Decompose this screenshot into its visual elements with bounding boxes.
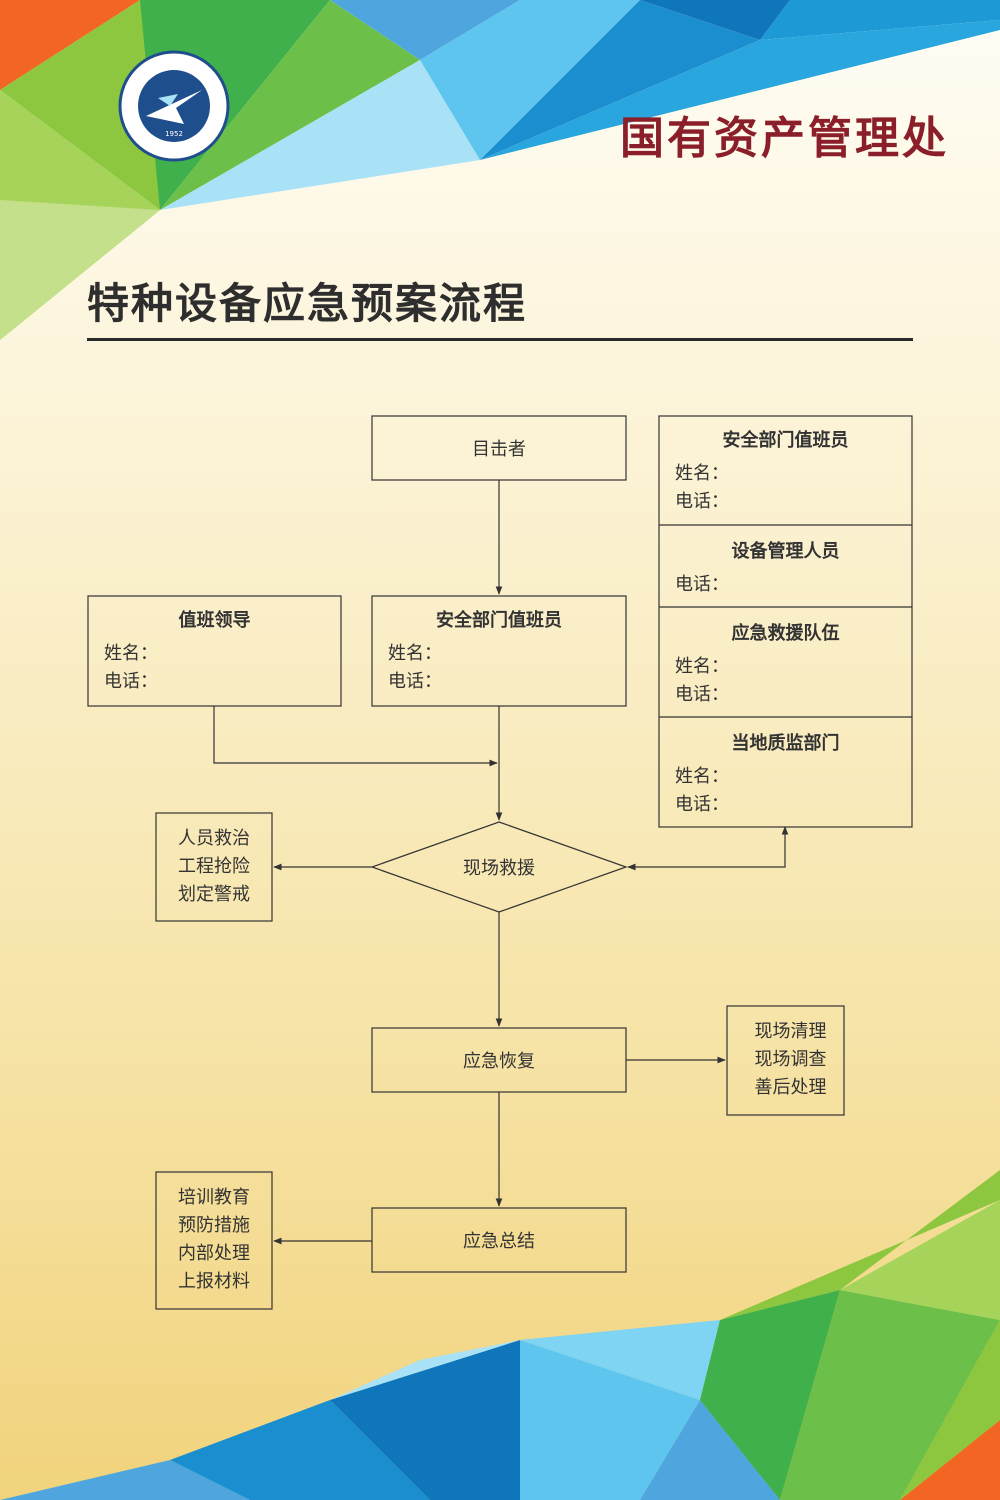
contact-title: 安全部门值班员 xyxy=(722,430,849,451)
university-logo: 1952 xyxy=(118,50,230,162)
safety-officer-title: 安全部门值班员 xyxy=(436,610,562,631)
summary-actions-list: 培训教育 预防措施 内部处理 上报材料 xyxy=(156,1184,272,1296)
page-title: 特种设备应急预案流程 xyxy=(87,279,528,328)
contact-phone-label: 电话： xyxy=(675,794,729,815)
duty-leader-name-label: 姓名： xyxy=(104,643,158,664)
contact-name-label: 姓名： xyxy=(675,463,729,484)
safety-officer-name-label: 姓名： xyxy=(388,643,442,664)
contact-title: 设备管理人员 xyxy=(731,541,840,562)
contact-rescue-team: 应急救援队伍 姓名： 电话： xyxy=(659,619,912,709)
witness-node: 目击者 xyxy=(472,439,526,460)
org-title: 国有资产管理处 xyxy=(620,113,949,164)
recovery-actions-box xyxy=(726,1005,845,1116)
list-item: 划定警戒 xyxy=(178,884,250,905)
safety-officer-phone-label: 电话： xyxy=(388,671,442,692)
title-divider xyxy=(87,338,913,341)
list-item: 现场调查 xyxy=(754,1049,827,1070)
recovery-actions-list: 现场清理 现场调查 善后处理 xyxy=(727,1018,854,1102)
contact-phone-label: 电话： xyxy=(675,491,729,512)
contact-phone-label: 电话： xyxy=(675,574,729,595)
contact-quality-supervision: 当地质监部门 姓名： 电话： xyxy=(659,729,912,819)
rescue-actions-list: 人员救治 工程抢险 划定警戒 xyxy=(156,825,272,909)
recovery-node: 应急恢复 xyxy=(463,1051,535,1072)
contact-name-label: 姓名： xyxy=(675,656,729,677)
list-item: 人员救治 xyxy=(178,828,250,849)
duty-leader-title: 值班领导 xyxy=(178,610,251,631)
contact-title: 当地质监部门 xyxy=(731,733,840,754)
logo-year: 1952 xyxy=(165,130,183,138)
rescue-node: 现场救援 xyxy=(463,858,535,879)
contact-equipment-staff: 设备管理人员 电话： xyxy=(659,537,912,599)
summary-node: 应急总结 xyxy=(463,1231,535,1252)
list-item: 善后处理 xyxy=(754,1077,827,1098)
duty-leader-phone-label: 电话： xyxy=(104,671,158,692)
list-item: 培训教育 xyxy=(178,1187,250,1208)
duty-leader-card: 值班领导 姓名： 电话： xyxy=(88,606,341,696)
summary-actions-box xyxy=(155,1171,273,1310)
safety-officer-card: 安全部门值班员 姓名： 电话： xyxy=(372,606,626,696)
summary-box xyxy=(371,1207,627,1273)
list-item: 现场清理 xyxy=(754,1021,827,1042)
rescue-actions-box xyxy=(155,812,273,922)
list-item: 预防措施 xyxy=(178,1215,250,1236)
contact-phone-label: 电话： xyxy=(675,684,729,705)
contact-name-label: 姓名： xyxy=(675,766,729,787)
list-item: 上报材料 xyxy=(178,1271,250,1292)
list-item: 内部处理 xyxy=(178,1243,250,1264)
list-item: 工程抢险 xyxy=(178,856,250,877)
contact-title: 应急救援队伍 xyxy=(731,623,840,644)
contact-safety-officer: 安全部门值班员 姓名： 电话： xyxy=(659,426,912,516)
